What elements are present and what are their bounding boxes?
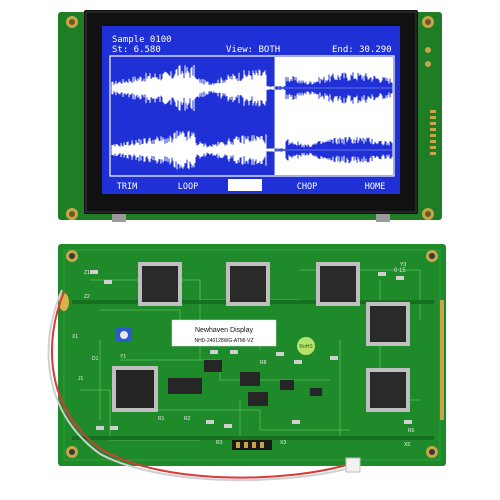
side-connector-pads (430, 110, 436, 155)
mounting-holes (66, 16, 434, 220)
lcd-menu-loop[interactable]: LOOP (178, 182, 198, 192)
label-brand: Newhaven Display (195, 327, 253, 334)
silkscreen-labels: Z1 Z2 X1 R3 Y1 X3 R5 J1 D1 Y3 R1 R2 X5 R… (72, 262, 415, 448)
svg-text:Y3: Y3 (400, 262, 406, 268)
passive-components (90, 270, 412, 430)
lcd-waveform-frame (109, 55, 395, 177)
svg-text:Z1: Z1 (84, 270, 90, 276)
rohs-text: RoHS (299, 344, 313, 350)
svg-text:R2: R2 (184, 416, 191, 422)
svg-text:Y1: Y1 (120, 354, 126, 360)
chip-mark: 0 15 (394, 268, 406, 274)
svg-text:X1: X1 (72, 334, 78, 340)
blue-trimmer[interactable] (116, 328, 132, 342)
lcd-start-text: St: 6.580 (112, 45, 161, 55)
lcd-menu-trim[interactable]: TRIM (117, 182, 137, 192)
svg-text:R5: R5 (408, 428, 415, 434)
lcd-menu: TRIM LOOP EDIT CHOP HOME (117, 179, 385, 192)
lcd-menu-chop[interactable]: CHOP (297, 182, 317, 192)
label-part-number: NHD-240128WG-ATMI-VZ (194, 338, 253, 344)
svg-text:X3: X3 (280, 440, 286, 446)
pcb-mounting-holes (66, 250, 438, 458)
svg-text:R8: R8 (260, 360, 267, 366)
bottom-connector (232, 440, 272, 450)
lcd-end-text: End: 30.290 (332, 45, 392, 55)
rohs-sticker: RoHS (297, 337, 315, 355)
qfp-chips-right (366, 302, 410, 412)
controller-chip (112, 366, 158, 412)
qfp-chips-top-row (138, 262, 360, 306)
svg-text:R1: R1 (158, 416, 165, 422)
connector-wires (47, 289, 351, 482)
lcd-view-text: View: BOTH (226, 45, 280, 55)
svg-text:J1: J1 (78, 376, 84, 382)
edge-connector-pads (440, 300, 444, 420)
lcd-sample-text: Sample 0100 (112, 35, 172, 45)
svg-text:R3: R3 (216, 440, 223, 446)
svg-text:D1: D1 (92, 356, 99, 362)
lcd-menu-edit[interactable]: EDIT (235, 182, 255, 192)
soic-chips (168, 360, 322, 406)
svg-text:X5: X5 (404, 442, 410, 448)
svg-text:Z2: Z2 (84, 294, 90, 300)
lcd-menu-home[interactable]: HOME (365, 182, 385, 192)
pcb-module-back: Newhaven Display NHD-240128WG-ATMI-VZ Ro… (47, 244, 446, 482)
product-label: Newhaven Display NHD-240128WG-ATMI-VZ (171, 319, 277, 347)
lcd-menu-active-highlight (228, 179, 262, 191)
lcd-module: Sample 0100 St: 6.580 View: BOTH End: 30… (58, 10, 442, 222)
wire-plug (345, 457, 361, 473)
